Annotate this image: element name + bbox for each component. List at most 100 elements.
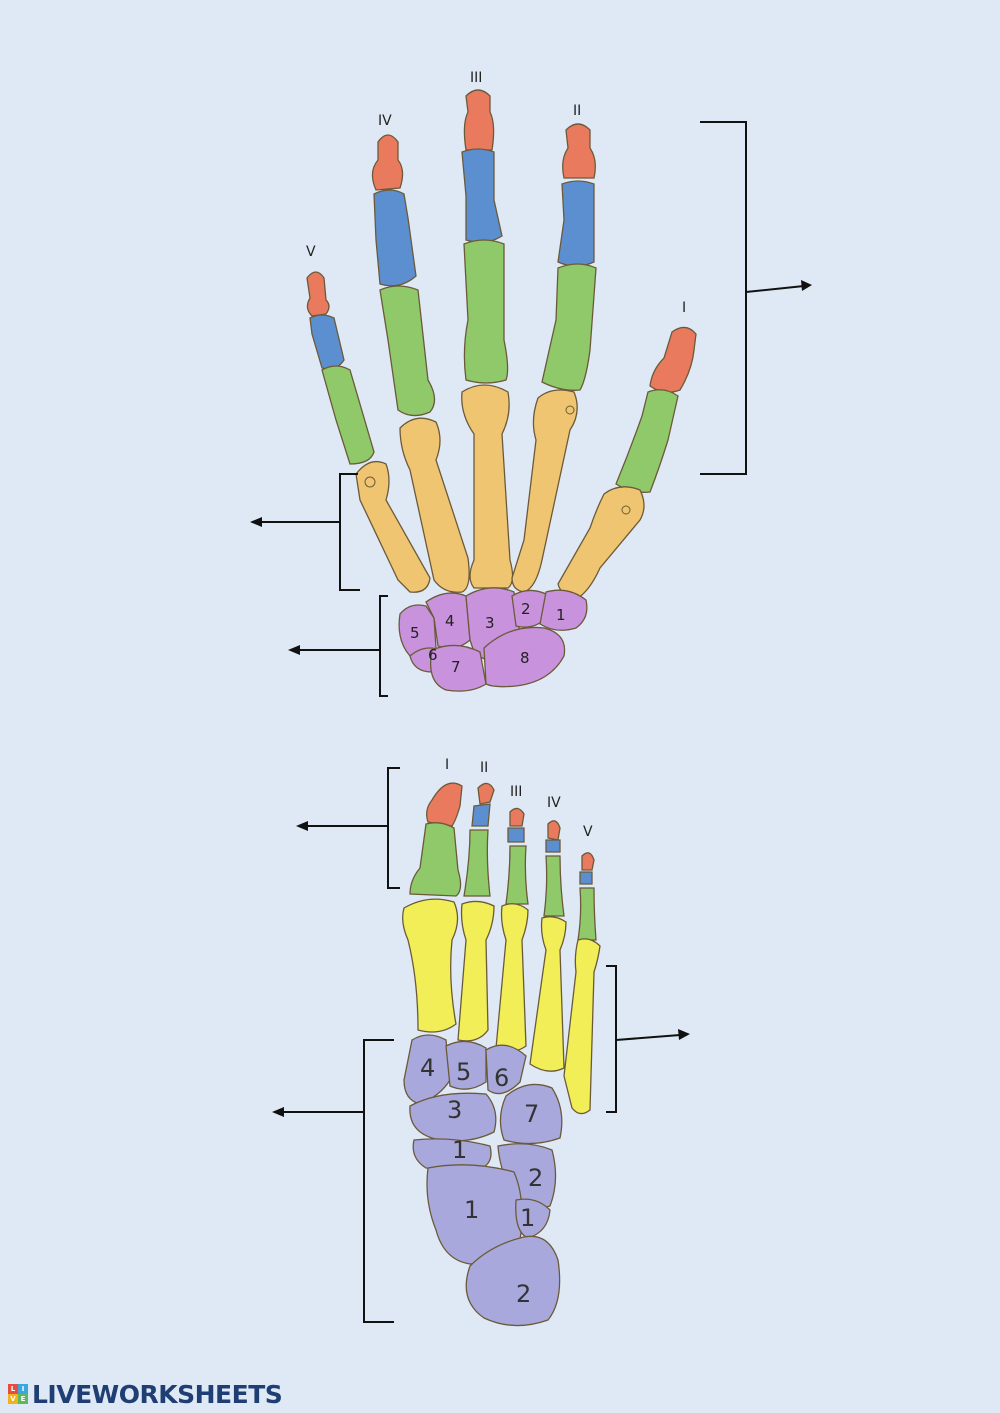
carpals-bracket: [288, 595, 388, 697]
carpal-8: [483, 626, 566, 688]
finger-iv-distal-phalanx: [371, 134, 404, 191]
toe-ii-middle-phalanx: [471, 803, 491, 827]
finger-i: [615, 326, 697, 493]
finger-iv-proximal-phalanx: [379, 285, 436, 417]
foot-phalanges-bracket: [296, 767, 400, 889]
toe-iv-distal-phalanx: [547, 820, 561, 841]
liveworksheets-logo: L I V E LIVEWORKSHEETS: [8, 1379, 283, 1409]
finger-v-distal-phalanx: [306, 271, 330, 317]
metatarsal-v: [563, 938, 601, 1115]
tarsal-number: 7: [524, 1100, 539, 1128]
tarsal-2-calcaneus: [465, 1235, 561, 1327]
arrow-head-right: [678, 1029, 690, 1040]
finger-label: V: [306, 244, 316, 260]
tarsal-1-sustentaculum: [515, 1198, 551, 1239]
tarsal-number: 5: [456, 1058, 471, 1086]
finger-iii-distal-phalanx: [463, 89, 495, 151]
finger-label: IV: [378, 113, 392, 129]
logo-letter: I: [18, 1384, 28, 1394]
metacarpal-iv: [399, 417, 470, 593]
metatarsal-iv: [529, 916, 567, 1072]
finger-iv: [371, 134, 436, 417]
finger-v: [306, 271, 375, 465]
finger-ii-proximal-phalanx: [541, 263, 597, 391]
metacarpal-iii: [461, 384, 514, 589]
toe-iv-middle-phalanx: [545, 839, 561, 853]
metatarsal-ii: [457, 900, 495, 1042]
arrow-head-left: [296, 821, 308, 831]
tarsal-3: [409, 1092, 497, 1142]
carpal-number: 2: [521, 600, 531, 618]
metacarpal-v: [355, 460, 431, 593]
arrow-head-left: [250, 517, 262, 527]
toe-v-distal-phalanx: [581, 852, 595, 871]
toe-iii-middle-phalanx: [507, 827, 525, 843]
metatarsals-bracket: [606, 965, 690, 1113]
toe-v-middle-phalanx: [579, 871, 593, 885]
logo-mark-icon: L I V E: [8, 1384, 28, 1404]
carpals: [398, 587, 588, 692]
toe-label: IV: [547, 795, 561, 811]
finger-ii-distal-phalanx: [562, 123, 596, 179]
tarsal-number: 1: [464, 1196, 479, 1224]
hand-diagram: 1 2 3 4 5 6 7 8 V IV III II I: [250, 70, 812, 697]
toe-ii-distal-phalanx: [477, 782, 495, 805]
toe-i-proximal-phalanx: [409, 822, 462, 897]
finger-label: III: [470, 70, 482, 86]
metatarsal-iii: [495, 903, 529, 1053]
phalanges-bracket: [700, 121, 812, 475]
toe-label: III: [510, 784, 522, 800]
toe-iv-proximal-phalanx: [543, 855, 565, 917]
tarsals-bracket: [272, 1039, 394, 1323]
carpal-number: 3: [485, 614, 495, 632]
carpal-number: 1: [556, 606, 566, 624]
tarsal-number: 1: [520, 1204, 535, 1232]
logo-letter: E: [18, 1394, 28, 1404]
tarsal-4: [403, 1034, 451, 1105]
finger-ii-middle-phalanx: [557, 180, 595, 267]
toe-i-distal-phalanx: [426, 782, 463, 827]
carpal-number: 5: [410, 624, 420, 642]
brand-name: LIVEWORKSHEETS: [32, 1379, 283, 1409]
finger-ii: [541, 123, 597, 391]
tarsal-number: 1: [452, 1136, 467, 1164]
tarsal-7: [499, 1083, 563, 1145]
metacarpal-i: [557, 486, 645, 599]
logo-letter: V: [8, 1394, 18, 1404]
logo-letter: L: [8, 1384, 18, 1394]
foot-diagram: 1 1 1 2 2 3 4 5 6 7 I II III IV V: [272, 757, 690, 1327]
finger-v-middle-phalanx: [309, 314, 345, 370]
tarsal-number: 2: [516, 1280, 531, 1308]
arrow-head-left: [272, 1107, 284, 1117]
toe-label: I: [445, 757, 449, 773]
tarsal-number: 2: [528, 1164, 543, 1192]
finger-v-proximal-phalanx: [321, 365, 375, 465]
finger-label: II: [573, 103, 581, 119]
metacarpals-bracket: [250, 473, 360, 591]
toe-label: II: [480, 760, 488, 776]
carpal-number: 7: [451, 658, 461, 676]
arrow-head-left: [288, 645, 300, 655]
tarsal-number: 6: [494, 1064, 509, 1092]
carpal-number: 6: [428, 646, 438, 664]
toe-v-proximal-phalanx: [577, 887, 597, 941]
carpal-number: 4: [445, 612, 455, 630]
toe-iii-proximal-phalanx: [505, 845, 529, 905]
tarsal-6: [485, 1044, 527, 1095]
carpal-number: 8: [520, 649, 530, 667]
finger-iii: [461, 89, 509, 384]
arrow-head-right: [801, 280, 812, 291]
finger-iv-middle-phalanx: [373, 189, 417, 287]
toe-label: V: [583, 824, 593, 840]
tarsal-5: [445, 1040, 487, 1090]
finger-iii-proximal-phalanx: [463, 239, 509, 384]
carpal-1: [539, 589, 588, 631]
metacarpal-ii: [511, 389, 578, 593]
finger-iii-middle-phalanx: [461, 148, 503, 243]
metacarpals: [355, 384, 645, 599]
finger-i-proximal-phalanx: [615, 389, 679, 493]
tarsal-number: 4: [420, 1054, 435, 1082]
finger-i-distal-phalanx: [649, 326, 697, 393]
finger-label: I: [682, 300, 686, 316]
